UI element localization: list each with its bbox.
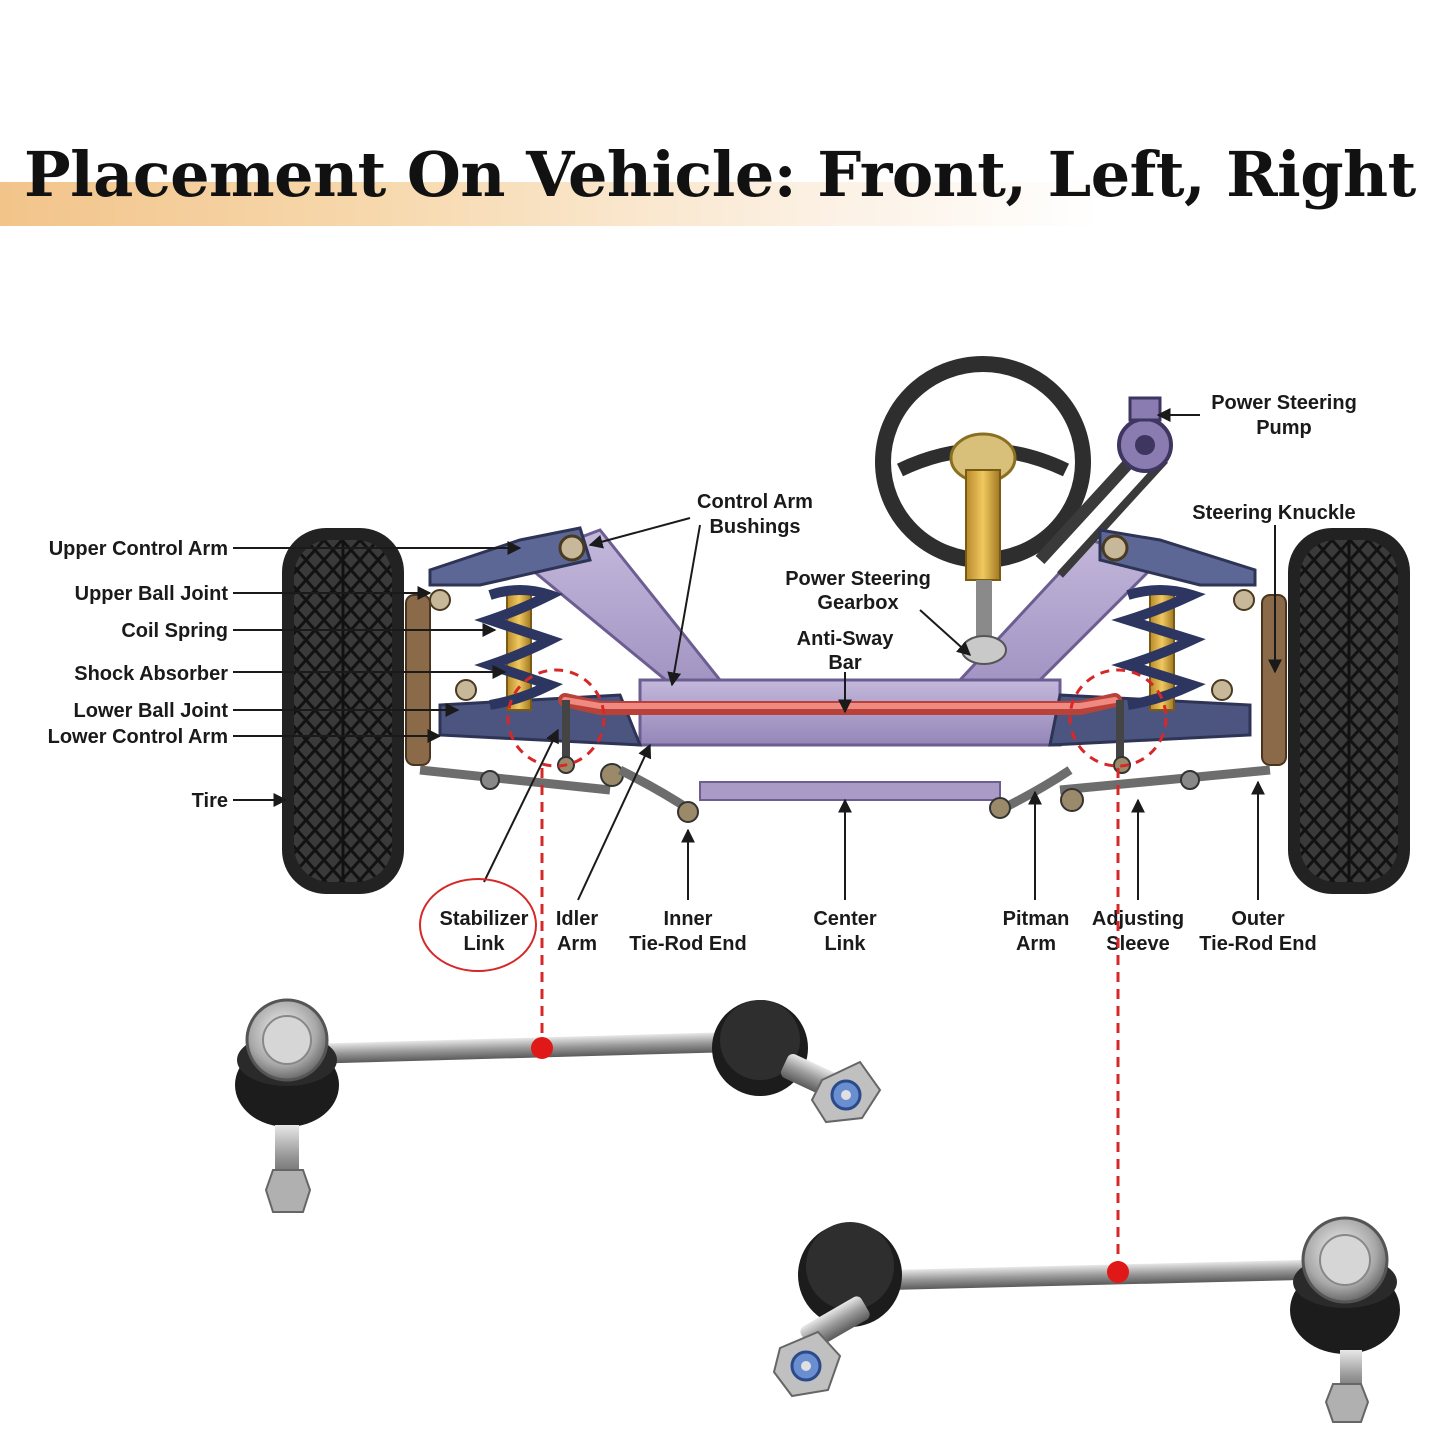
placement-connectors [540,768,1120,1272]
label-power-steering-gearbox-line2: Gearbox [817,592,898,614]
label-shock-absorber: Shock Absorber [74,663,228,685]
title-highlight-band [0,182,1100,226]
left-steering-knuckle [405,594,431,766]
label-center-link-line1: Center [813,908,877,930]
label-adjusting-sleeve-line1: Adjusting [1092,908,1184,930]
label-stabilizer-link-line1: Stabilizer [440,908,529,930]
label-outer-tie-rod-end-line1: Outer [1231,908,1285,930]
idler-arm [617,765,693,814]
left-upper-control-arm [428,526,592,587]
label-power-steering-pump-line1: Power Steering [1211,392,1357,414]
product-stabilizer-link-left [235,998,882,1213]
label-center-link-line2: Link [824,933,866,955]
diagram-labels: Upper Control Arm Upper Ball Joint Coil … [48,392,1357,972]
label-inner-tie-rod-end-line2: Tie-Rod End [629,933,746,955]
right-stabilizer-link-highlight [1068,668,1168,774]
label-outer-tie-rod-end-line2: Tie-Rod End [1199,933,1316,955]
label-idler-arm-line1: Idler [556,908,598,930]
label-upper-ball-joint: Upper Ball Joint [75,583,229,605]
left-coil-spring [474,585,564,711]
label-idler-arm-line2: Arm [557,933,597,955]
label-adjusting-sleeve-line2: Sleeve [1106,933,1169,955]
label-control-arm-bushings-line1: Control Arm [697,491,813,513]
left-upper-ball-joint [429,589,451,611]
label-inner-tie-rod-end-line1: Inner [664,908,713,930]
label-anti-sway-bar-line1: Anti-Sway [797,628,895,650]
label-pitman-arm-line1: Pitman [1003,908,1070,930]
label-coil-spring: Coil Spring [121,620,228,642]
label-steering-knuckle: Steering Knuckle [1192,502,1355,524]
right-tie-rod [989,765,1271,819]
steering-gearbox [961,635,1007,665]
label-power-steering-gearbox-line1: Power Steering [785,568,931,590]
label-tire: Tire [192,790,228,812]
label-lower-ball-joint: Lower Ball Joint [74,700,229,722]
steering-wheel [875,356,1091,665]
power-steering-pump [1035,396,1173,578]
label-power-steering-pump-line2: Pump [1256,417,1312,439]
label-lower-control-arm: Lower Control Arm [48,726,228,748]
label-control-arm-bushings-line2: Bushings [709,516,800,538]
left-tie-rod [419,763,699,823]
left-stabilizer-link-highlight [506,668,606,774]
right-tire [1288,528,1410,894]
label-upper-control-arm: Upper Control Arm [49,538,228,560]
stabilizer-link-circle [419,878,537,972]
label-anti-sway-bar-line2: Bar [828,652,862,674]
center-link-bar [699,781,1001,801]
right-upper-ball-joint [1233,589,1255,611]
product-stabilizer-link-right [772,1216,1400,1423]
label-stabilizer-link-line2: Link [463,933,505,955]
label-pitman-arm-line2: Arm [1016,933,1056,955]
page-title: Placement On Vehicle: Front, Left, Right [24,138,1416,211]
right-upper-control-arm [1098,528,1257,587]
right-coil-spring [1111,585,1206,711]
